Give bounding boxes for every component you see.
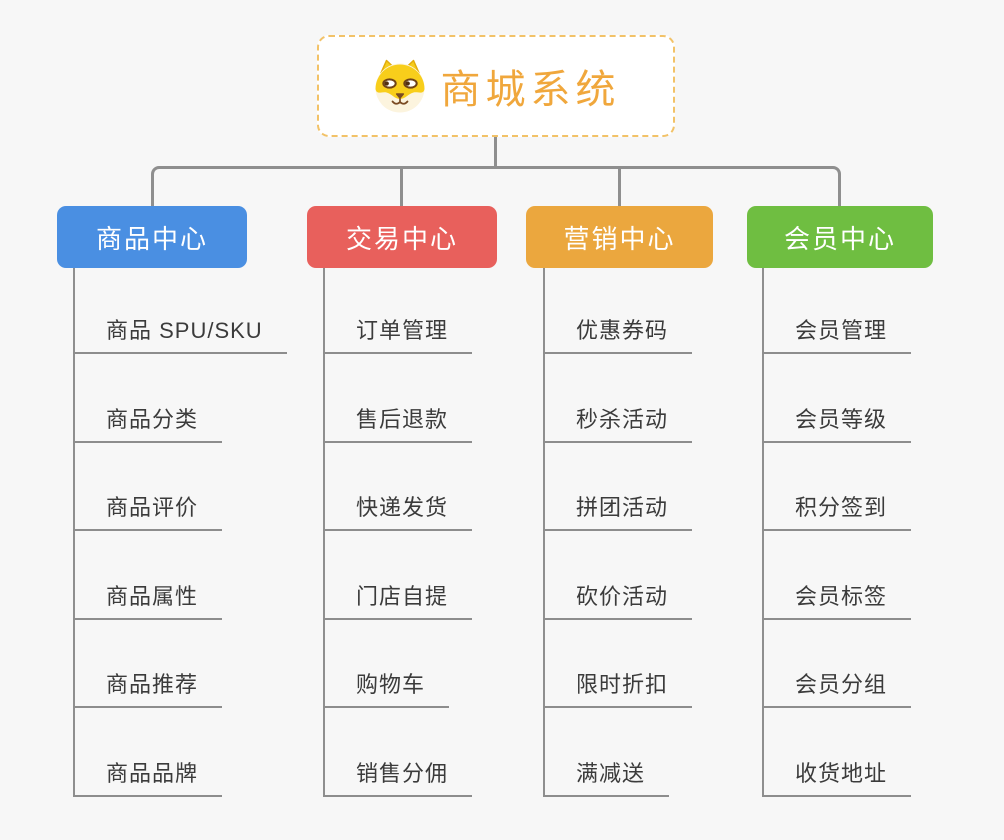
leaf-item[interactable]: 商品 SPU/SKU: [73, 316, 287, 354]
branch-node-trade-center[interactable]: 交易中心: [307, 206, 497, 268]
leaf-item[interactable]: 商品分类: [73, 405, 223, 443]
branch-node-member-center[interactable]: 会员中心: [747, 206, 933, 268]
leaf-item[interactable]: 砍价活动: [543, 582, 693, 620]
leaf-item[interactable]: 会员分组: [762, 670, 912, 708]
leaf-item[interactable]: 售后退款: [323, 405, 473, 443]
branch-node-label: 交易中心: [345, 223, 458, 254]
leaf-item[interactable]: 订单管理: [323, 316, 473, 354]
branch-vline: [73, 268, 75, 797]
leaf-item[interactable]: 收货地址: [762, 759, 912, 797]
branch-vline: [762, 268, 764, 797]
branch-rail-connector: [151, 166, 841, 206]
leaf-item[interactable]: 门店自提: [323, 582, 473, 620]
branch-node-label: 营销中心: [563, 223, 676, 254]
branch-node-label: 商品中心: [95, 223, 208, 254]
leaf-item[interactable]: 销售分佣: [323, 759, 473, 797]
branch-node-product-center[interactable]: 商品中心: [57, 206, 247, 268]
root-stem-connector: [494, 136, 497, 167]
leaf-item[interactable]: 快递发货: [323, 493, 473, 531]
shiba-dog-icon: [375, 59, 424, 113]
leaf-item[interactable]: 商品推荐: [73, 670, 223, 708]
branch-drop-connector: [618, 166, 621, 206]
leaf-item[interactable]: 商品评价: [73, 493, 223, 531]
branch-vline: [323, 268, 325, 797]
branch-node-marketing-center[interactable]: 营销中心: [526, 206, 713, 268]
leaf-item[interactable]: 秒杀活动: [543, 405, 693, 443]
leaf-item[interactable]: 会员管理: [762, 316, 912, 354]
leaf-item[interactable]: 会员等级: [762, 405, 912, 443]
leaf-item[interactable]: 拼团活动: [543, 493, 693, 531]
leaf-item[interactable]: 满减送: [543, 759, 670, 797]
branch-node-label: 会员中心: [783, 223, 896, 254]
leaf-item[interactable]: 购物车: [323, 670, 450, 708]
leaf-item[interactable]: 商品属性: [73, 582, 223, 620]
leaf-item[interactable]: 限时折扣: [543, 670, 693, 708]
leaf-item[interactable]: 优惠券码: [543, 316, 693, 354]
leaf-item[interactable]: 商品品牌: [73, 759, 223, 797]
leaf-item[interactable]: 会员标签: [762, 582, 912, 620]
root-node-mall-system[interactable]: 商城系统: [317, 35, 675, 137]
branch-drop-connector: [400, 166, 403, 206]
leaf-item[interactable]: 积分签到: [762, 493, 912, 531]
root-title: 商城系统: [440, 68, 621, 112]
branch-vline: [543, 268, 545, 797]
